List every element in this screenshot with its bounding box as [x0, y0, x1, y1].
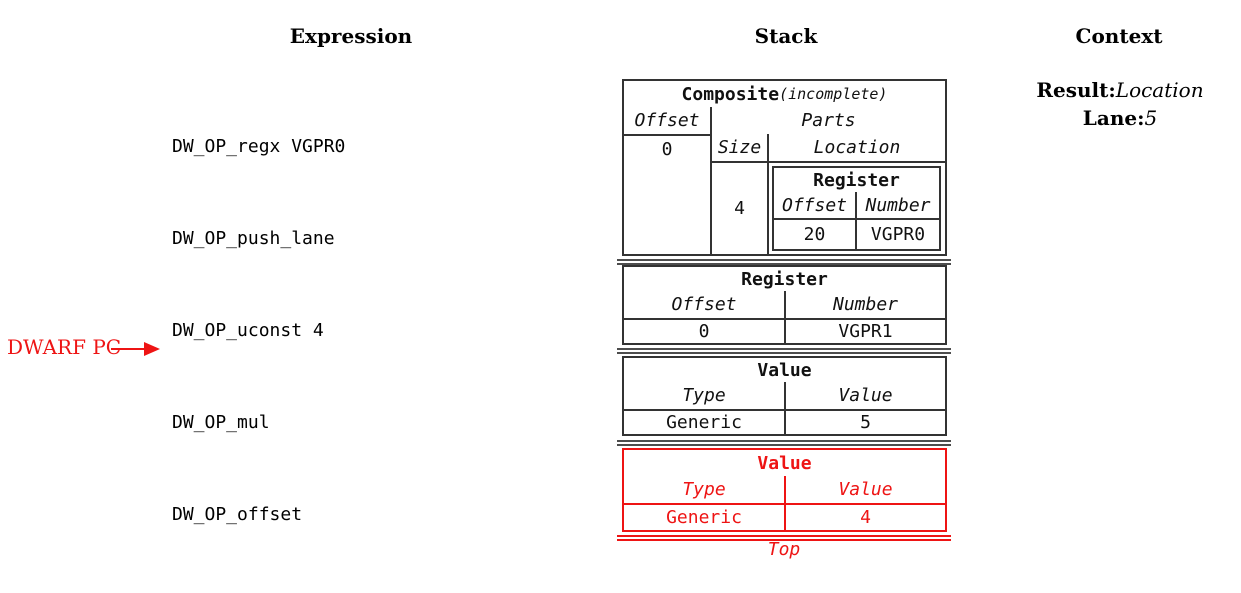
stack-entry-value-highlighted: Value Type Value Generic 4: [622, 448, 947, 532]
expression-op: DW_OP_regx VGPR0: [172, 136, 346, 158]
composite-location-header: Location: [813, 137, 901, 158]
composite-parts-header: Parts: [801, 110, 856, 131]
composite-offset-column: Offset 0: [624, 107, 712, 254]
composite-offset-value: 0: [661, 139, 673, 160]
value-value-row: Generic 5: [624, 411, 945, 434]
highlighted-value-value-value: 4: [860, 507, 871, 528]
composite-incomplete-note: (incomplete): [779, 85, 888, 103]
stack-top-separator: [617, 535, 951, 541]
composite-size-header: Size: [712, 134, 769, 161]
nested-register-title: Register: [813, 169, 900, 191]
context-lane-line: Lane:5: [1000, 106, 1240, 130]
highlighted-value-type-value: Generic: [624, 505, 786, 530]
result-value: Location: [1115, 78, 1204, 102]
register-value-row: 0 VGPR1: [624, 320, 945, 343]
context-panel: Result:Location Lane:5: [1000, 78, 1240, 134]
nested-register-number-header: Number: [865, 194, 931, 216]
context-column-header: Context: [1075, 24, 1163, 48]
value-value-value: 5: [860, 412, 871, 433]
stack-column-header: Stack: [754, 24, 818, 48]
register-header-row: Offset Number: [624, 291, 945, 320]
highlighted-value-value-header: Value: [838, 479, 893, 500]
composite-part-row: 4 Register Offset Number 20: [712, 163, 945, 254]
dwarf-pc-arrow-line: [111, 348, 145, 350]
nested-register-number-value: VGPR0: [870, 224, 926, 245]
register-offset-header: Offset: [624, 291, 786, 318]
expression-op: DW_OP_push_lane: [172, 228, 335, 250]
register-title: Register: [741, 268, 828, 290]
composite-parts-column: Parts Size Location 4 Register Offset: [712, 107, 945, 254]
register-offset-value: 0: [624, 320, 786, 343]
expression-op: DW_OP_offset: [172, 504, 303, 526]
composite-offset-header: Offset: [624, 107, 710, 136]
value-value-header: Value: [838, 385, 893, 406]
stack-entry-composite: Composite(incomplete) Offset 0 Parts Siz…: [622, 79, 947, 256]
stack-slot-separator: [617, 440, 951, 446]
register-number-header: Number: [832, 294, 899, 315]
value-title: Value: [757, 359, 812, 381]
composite-part-subheader-row: Size Location: [712, 134, 945, 163]
composite-title: Composite(incomplete): [624, 81, 945, 107]
stack-slot-separator: [617, 259, 951, 265]
expression-column-header: Expression: [289, 24, 413, 48]
stack-slot-separator: [617, 348, 951, 354]
composite-body: Offset 0 Parts Size Location 4 Reg: [624, 107, 945, 254]
expression-op-list: DW_OP_regx VGPR0 DW_OP_push_lane DW_OP_u…: [172, 71, 345, 593]
nested-register-table: Register Offset Number 20 VGPR0: [772, 166, 941, 251]
composite-title-text: Composite: [681, 83, 780, 105]
dwarf-pc-arrowhead-icon: [144, 342, 160, 356]
value-type-value: Generic: [624, 411, 786, 434]
nested-register-offset-header: Offset: [774, 192, 857, 218]
nested-register-header-row: Offset Number: [774, 192, 939, 220]
context-result-line: Result:Location: [1000, 78, 1240, 102]
lane-value: 5: [1144, 106, 1158, 130]
composite-size-value: 4: [712, 163, 769, 254]
highlighted-value-title: Value: [757, 452, 812, 474]
nested-register-offset-value: 20: [774, 220, 857, 249]
value-type-header: Type: [624, 382, 786, 409]
value-header-row: Type Value: [624, 382, 945, 411]
stack-panel: Composite(incomplete) Offset 0 Parts Siz…: [617, 79, 951, 569]
result-label: Result:: [1036, 78, 1116, 102]
expression-op: DW_OP_mul: [172, 412, 270, 434]
stack-entry-register: Register Offset Number 0 VGPR1: [622, 265, 947, 345]
register-number-value: VGPR1: [838, 321, 893, 342]
lane-label: Lane:: [1082, 106, 1145, 130]
highlighted-value-value-row: Generic 4: [624, 505, 945, 530]
highlighted-value-type-header: Type: [624, 476, 786, 503]
expression-op: DW_OP_uconst 4: [172, 320, 324, 342]
dwarf-pc-label: DWARF PC: [7, 335, 122, 359]
stack-top-label: Top: [767, 539, 801, 560]
highlighted-value-header-row: Type Value: [624, 476, 945, 505]
nested-register-value-row: 20 VGPR0: [774, 220, 939, 249]
stack-entry-value: Value Type Value Generic 5: [622, 356, 947, 436]
composite-location-cell: Register Offset Number 20 VGPR0: [769, 163, 945, 254]
